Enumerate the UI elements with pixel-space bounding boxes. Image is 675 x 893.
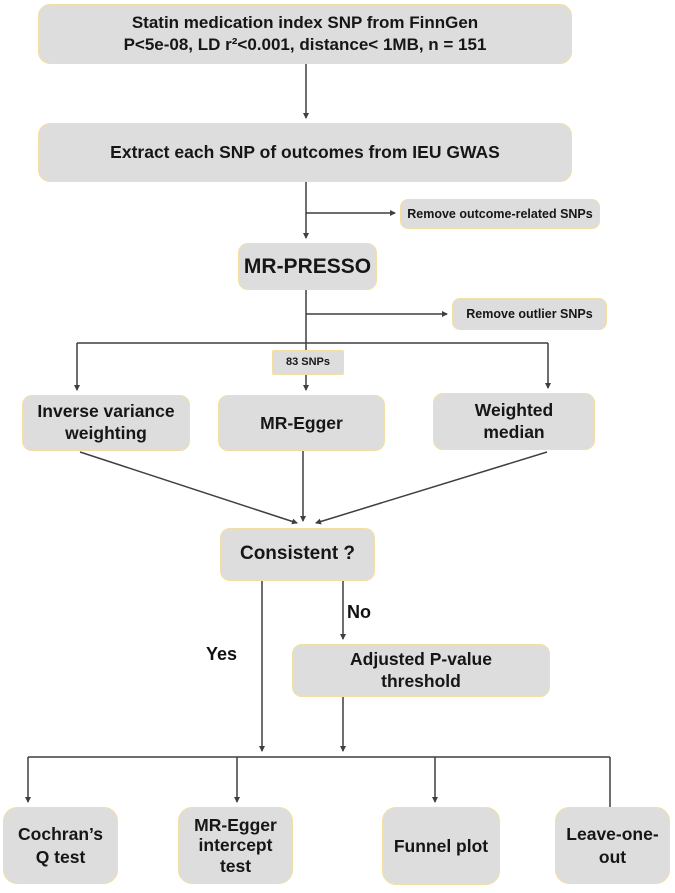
node-text: Extract each SNP of outcomes from IEU GW… (110, 142, 500, 163)
node-text: median (483, 421, 545, 442)
node-remove-outcome-snps: Remove outcome-related SNPs (400, 199, 600, 229)
node-text: Q test (35, 846, 86, 867)
node-text: MR-PRESSO (243, 254, 372, 278)
node-mr-egger-intercept-test: MR-Egger intercept test (178, 807, 293, 884)
node-text: 83 SNPs (285, 356, 331, 369)
node-text: threshold (381, 670, 461, 691)
node-extract-outcomes: Extract each SNP of outcomes from IEU GW… (38, 123, 572, 182)
node-inverse-variance-weighting: Inverse variance weighting (22, 395, 190, 451)
node-text: weighting (65, 423, 147, 443)
node-text: Funnel plot (393, 835, 489, 856)
node-funnel-plot: Funnel plot (382, 807, 500, 885)
node-cochran-q-test: Cochran’s Q test (3, 807, 118, 884)
node-text: P<5e-08, LD r²<0.001, distance< 1MB, n =… (123, 35, 487, 54)
node-remove-outlier-snps: Remove outlier SNPs (452, 298, 607, 330)
node-text: Remove outlier SNPs (466, 306, 593, 321)
node-adjusted-p-value: Adjusted P-value threshold (292, 644, 550, 697)
node-mr-egger: MR-Egger (218, 395, 385, 451)
node-text: Adjusted P-value (350, 648, 492, 669)
node-text: Remove outcome-related SNPs (407, 206, 593, 221)
node-text: Inverse variance (37, 401, 175, 422)
node-consistent-decision: Consistent ? (220, 528, 375, 581)
node-text: Statin medication index SNP from FinnGen (131, 12, 479, 32)
node-snp-count: 83 SNPs (272, 350, 344, 375)
node-text: Consistent ? (239, 543, 356, 565)
edge-label-no: No (347, 602, 371, 622)
node-text: MR-Egger (194, 815, 277, 836)
node-text: intercept (198, 835, 273, 856)
arrow-ivw-consistent (79, 451, 298, 525)
node-finngen-exposure: Statin medication index SNP from FinnGen… (38, 4, 572, 64)
arrow-weighted-median-consistent (315, 451, 548, 525)
node-text: MR-Egger (260, 412, 343, 433)
node-leave-one-out: Leave-one- out (555, 807, 670, 884)
edge-label-yes: Yes (206, 644, 238, 664)
node-weighted-median: Weighted median (433, 393, 595, 450)
node-text: test (219, 855, 252, 876)
node-mr-presso: MR-PRESSO (238, 243, 377, 290)
node-text: out (598, 846, 627, 867)
node-text: Cochran’s (18, 823, 103, 844)
node-text: Weighted (474, 399, 554, 420)
node-text: Leave-one- (566, 823, 659, 844)
